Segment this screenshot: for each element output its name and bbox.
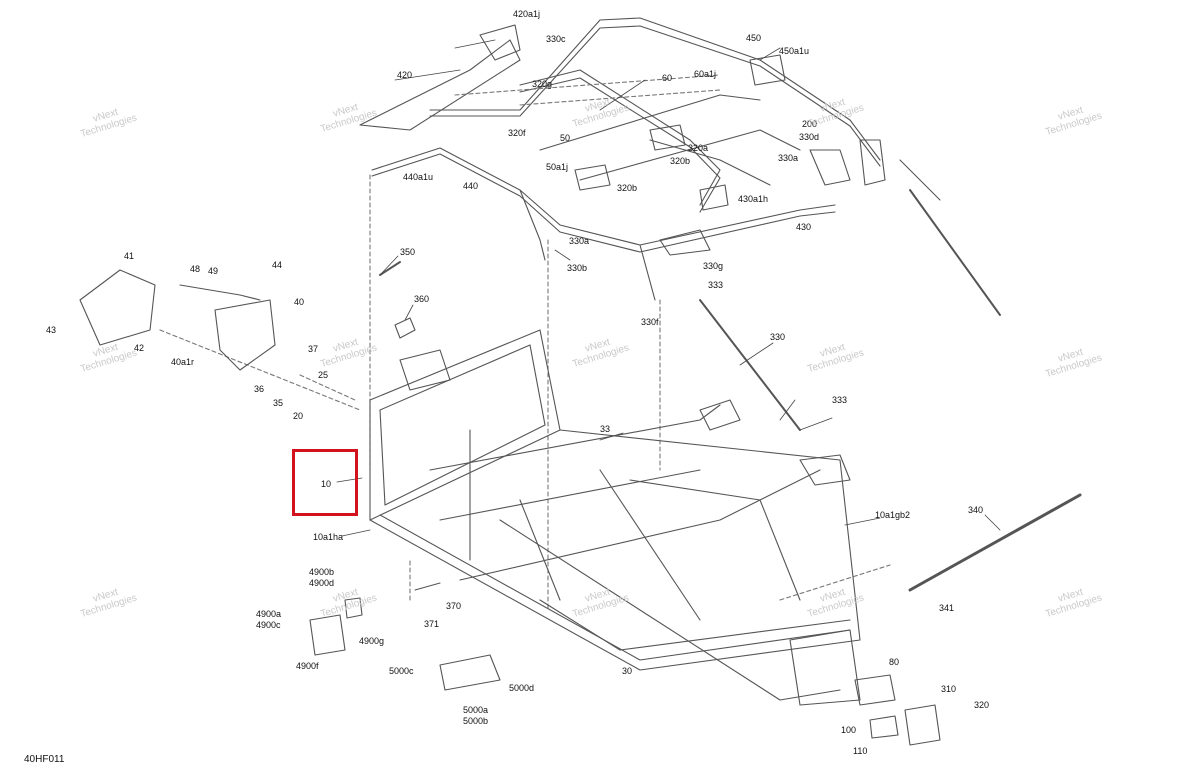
callout-label: 440 bbox=[463, 181, 479, 191]
callout-label: 430a1h bbox=[738, 194, 769, 204]
callout-label: 320 bbox=[974, 700, 990, 710]
callout-label: 333 bbox=[708, 280, 724, 290]
callout-label: 4900b bbox=[309, 567, 335, 577]
callout-label: 20 bbox=[293, 411, 304, 421]
callout-label: 330 bbox=[770, 332, 786, 342]
callout-label: 43 bbox=[46, 325, 57, 335]
callout-label: 350 bbox=[400, 247, 416, 257]
callout-label: 5000b bbox=[463, 716, 489, 726]
callout-label: 60 bbox=[662, 73, 673, 83]
callout-label: 341 bbox=[939, 603, 955, 613]
callout-label: 4900g bbox=[359, 636, 385, 646]
callout-label: 420a1j bbox=[513, 9, 541, 19]
callout-label: 330c bbox=[546, 34, 566, 44]
callout-label: 320f bbox=[508, 128, 526, 138]
callout-label: 330f bbox=[641, 317, 659, 327]
callout-label: 330a bbox=[569, 236, 590, 246]
callout-label: 370 bbox=[446, 601, 462, 611]
callout-label: 200 bbox=[802, 119, 818, 129]
callout-label: 10 bbox=[321, 479, 332, 489]
callout-label: 4900c bbox=[256, 620, 281, 630]
callout-label: 49 bbox=[208, 266, 219, 276]
callout-label: 310 bbox=[941, 684, 957, 694]
callout-label: 50a1j bbox=[546, 162, 569, 172]
callout-label: 330a bbox=[778, 153, 799, 163]
callout-label: 430 bbox=[796, 222, 812, 232]
callout-label: 4900a bbox=[256, 609, 282, 619]
callout-label: 4900d bbox=[309, 578, 335, 588]
callout-label: 5000a bbox=[463, 705, 489, 715]
callout-label: 320a bbox=[688, 143, 709, 153]
callout-label: 30 bbox=[622, 666, 633, 676]
highlight-box-part-10 bbox=[292, 449, 358, 516]
callout-label: 36 bbox=[254, 384, 265, 394]
callout-label: 333 bbox=[832, 395, 848, 405]
callout-label: 10a1ha bbox=[313, 532, 344, 542]
callout-label: 320b bbox=[617, 183, 638, 193]
callout-label: 50 bbox=[560, 133, 571, 143]
callout-label: 60a1j bbox=[694, 69, 717, 79]
callout-label: 4900f bbox=[296, 661, 319, 671]
callout-label: 40a1r bbox=[171, 357, 195, 367]
callout-label: 41 bbox=[124, 251, 135, 261]
callout-label: 320g bbox=[532, 79, 553, 89]
callout-label: 80 bbox=[889, 657, 900, 667]
callout-label: 371 bbox=[424, 619, 440, 629]
callout-label: 340 bbox=[968, 505, 984, 515]
callout-label: 37 bbox=[308, 344, 319, 354]
callout-label: 330b bbox=[567, 263, 588, 273]
diagram-code: 40HF011 bbox=[24, 754, 65, 765]
callout-label: 450 bbox=[746, 33, 762, 43]
callout-label: 35 bbox=[273, 398, 284, 408]
callout-label: 5000c bbox=[389, 666, 414, 676]
callout-label: 420 bbox=[397, 70, 413, 80]
callout-label: 25 bbox=[318, 370, 329, 380]
callout-label: 10a1gb2 bbox=[875, 510, 911, 520]
callout-label: 110 bbox=[853, 746, 868, 756]
callout-label: 450a1u bbox=[779, 46, 810, 56]
callout-label: 48 bbox=[190, 264, 201, 274]
callout-label: 330d bbox=[799, 132, 820, 142]
callout-label: 42 bbox=[134, 343, 145, 353]
callout-label: 100 bbox=[841, 725, 857, 735]
callout-label: 440a1u bbox=[403, 172, 434, 182]
callout-label: 330g bbox=[703, 261, 724, 271]
callout-label: 44 bbox=[272, 260, 283, 270]
callout-label: 40 bbox=[294, 297, 305, 307]
callout-label: 320b bbox=[670, 156, 691, 166]
callout-label: 360 bbox=[414, 294, 430, 304]
callout-label: 33 bbox=[600, 424, 611, 434]
callout-label: 5000d bbox=[509, 683, 535, 693]
